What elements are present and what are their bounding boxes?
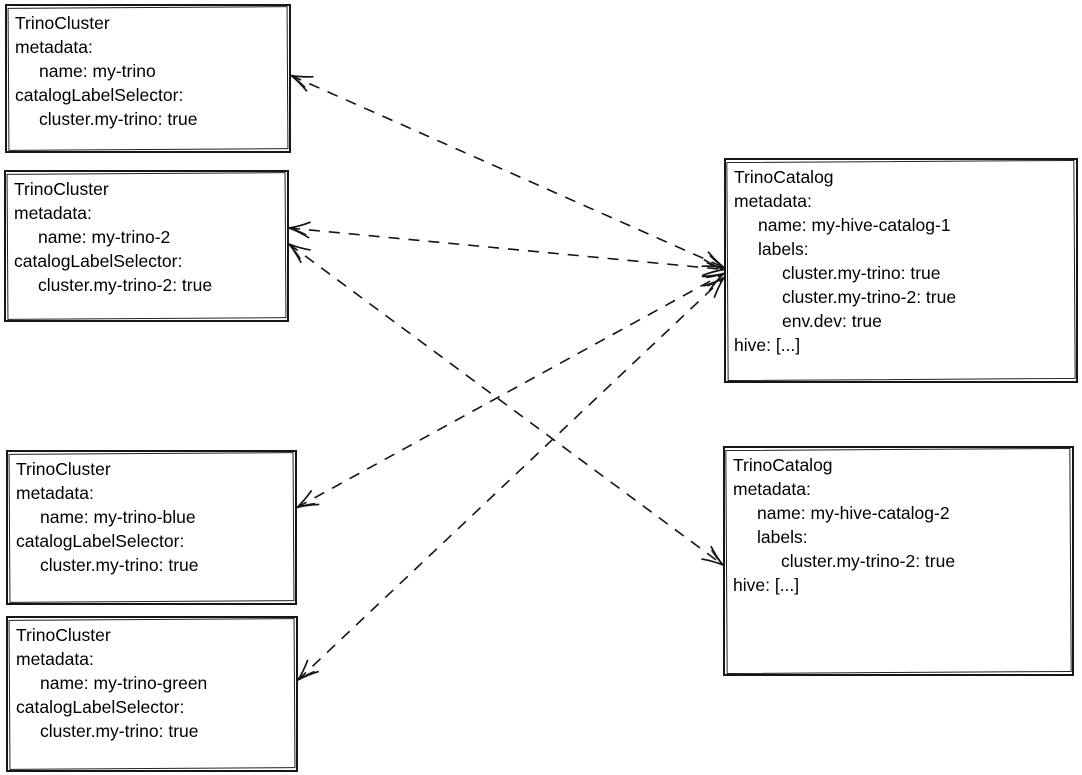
node-text-line: name: my-hive-catalog-1 (758, 215, 951, 235)
node-text-line: TrinoCatalog (734, 167, 834, 187)
node-text-line: metadata: (15, 37, 93, 57)
node-text-line: name: my-trino-green (40, 673, 208, 693)
node-trino-cluster-my-trino-green: TrinoCluster metadata: name: my-trino-gree… (6, 616, 298, 772)
node-text-line: catalogLabelSelector: (14, 251, 183, 271)
node-text-line: TrinoCluster (16, 459, 111, 479)
edge-arrow (288, 243, 724, 566)
node-trino-cluster-my-trino-blue: TrinoCluster metadata: name: my-trino-blue… (6, 450, 297, 605)
edge-group (288, 74, 725, 681)
node-text-line: name: my-trino (39, 61, 156, 81)
node-text-line: catalogLabelSelector: (16, 697, 185, 717)
node-text-line: metadata: (733, 479, 811, 499)
node-trino-catalog-my-hive-catalog-1: TrinoCatalog metadata: name: my-hive-catal… (724, 158, 1078, 383)
node-text-line: cluster.my-trino: true (40, 555, 199, 575)
node-text-line: name: my-trino-2 (38, 227, 171, 247)
node-text-line: hive: [...] (734, 335, 801, 355)
node-text-line: labels: (757, 527, 808, 547)
node-text-line: cluster.my-trino-2: true (782, 287, 957, 307)
edge-arrow (288, 221, 725, 277)
node-text-line: TrinoCluster (16, 625, 111, 645)
node-text-line: name: my-hive-catalog-2 (757, 503, 950, 523)
node-text-line: TrinoCluster (14, 179, 109, 199)
node-trino-cluster-my-trino-2: TrinoCluster metadata: name: my-trino-2 cat… (4, 170, 289, 322)
node-text-line: metadata: (14, 203, 92, 223)
node-text-line: metadata: (16, 649, 94, 669)
node-text-line: catalogLabelSelector: (15, 85, 184, 105)
node-text-line: cluster.my-trino-2: true (781, 551, 956, 571)
node-text-line: labels: (758, 239, 809, 259)
node-trino-cluster-my-trino: TrinoCluster metadata: name: my-trino catal… (5, 4, 291, 153)
node-text-line: TrinoCluster (15, 13, 110, 33)
node-text-line: hive: [...] (733, 575, 800, 595)
node-text-line: catalogLabelSelector: (16, 531, 185, 551)
node-text-line: TrinoCatalog (733, 455, 833, 475)
edge-arrow (297, 276, 725, 681)
node-text-line: env.dev: true (782, 311, 882, 331)
node-text-line: cluster.my-trino: true (40, 721, 199, 741)
node-text-line: cluster.my-trino: true (782, 263, 941, 283)
node-text-line: name: my-trino-blue (40, 507, 196, 527)
edge-arrow (296, 272, 725, 509)
node-trino-catalog-my-hive-catalog-2: TrinoCatalog metadata: name: my-hive-catal… (723, 446, 1074, 676)
edge-arrow (290, 74, 725, 269)
node-text-line: cluster.my-trino-2: true (38, 275, 213, 295)
node-text-line: metadata: (734, 191, 812, 211)
node-text-line: metadata: (16, 483, 94, 503)
node-text-line: cluster.my-trino: true (39, 109, 198, 129)
